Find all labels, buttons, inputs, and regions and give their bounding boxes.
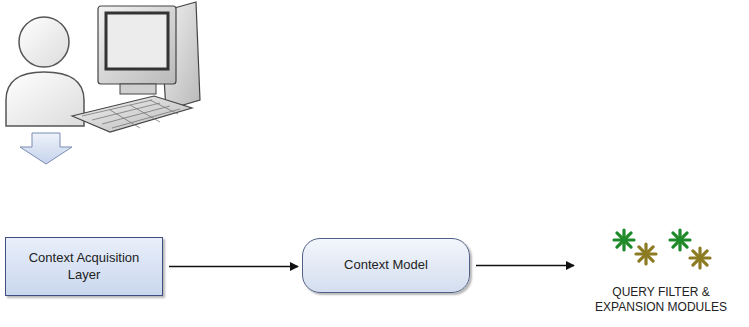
asterisk-icons (614, 230, 710, 268)
node-label: QUERY FILTER & EXPANSION MODULES (586, 285, 736, 320)
computer-icon (72, 2, 200, 132)
module-node: QUERY FILTER & EXPANSION MODULES (578, 222, 744, 320)
process-box: Context Acquisition Layer (5, 237, 163, 296)
asterisk-stroke (617, 233, 631, 247)
user-figure (6, 17, 84, 126)
asterisk-stroke (693, 251, 707, 265)
flow-arrow (169, 266, 298, 267)
node-label: Context Model (344, 257, 428, 274)
asterisk-stroke (639, 247, 653, 261)
asterisk-stroke (673, 233, 687, 247)
flow-arrow (476, 265, 574, 266)
block-arrow (20, 133, 72, 164)
node-label: Context Acquisition Layer (19, 250, 149, 284)
rounded-box: Context Model (302, 238, 470, 293)
